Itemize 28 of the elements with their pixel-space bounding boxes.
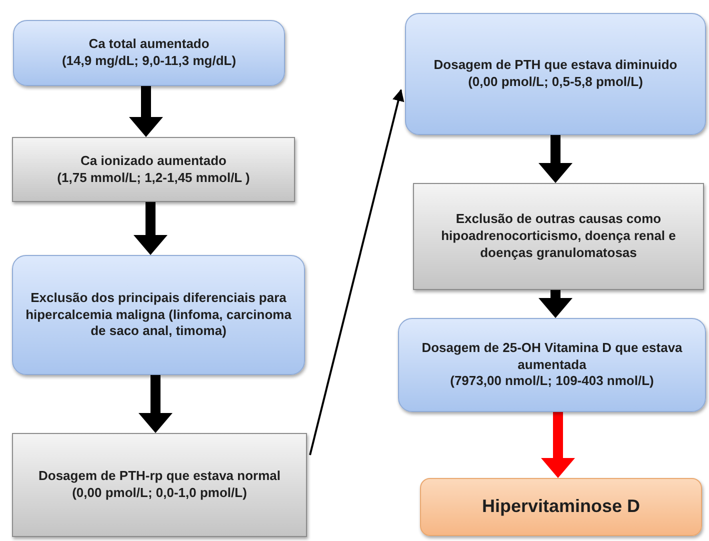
process-box xyxy=(398,318,706,412)
block-arrow xyxy=(538,135,572,183)
step-text: Exclusão dos principais diferenciais para hipercalcemia maligna (linfoma, carcinoma de saco anal, timoma) xyxy=(24,290,292,340)
process-box xyxy=(13,20,285,86)
process-box xyxy=(12,433,307,537)
value-text: (0,00 pmol/L; 0,0-1,0 pmol/L) xyxy=(72,485,247,502)
value-text: (14,9 mg/dL; 9,0-11,3 mg/dL) xyxy=(62,53,236,70)
process-box xyxy=(413,183,704,290)
process-box xyxy=(12,137,295,202)
step-text: Ca ionizado aumentado xyxy=(80,152,226,170)
step-text: Hipervitaminose D xyxy=(482,495,640,518)
process-box xyxy=(12,255,305,375)
block-arrow xyxy=(129,86,163,137)
block-arrow xyxy=(541,412,575,478)
value-text: (0,00 pmol/L; 0,5-5,8 pmol/L) xyxy=(468,74,643,91)
block-arrow xyxy=(134,202,168,255)
step-text: Ca total aumentado xyxy=(88,36,210,53)
step-text: Dosagem de 25-OH Vitamina D que estava aumentada xyxy=(420,340,684,374)
process-box xyxy=(405,13,706,135)
result-box xyxy=(420,478,702,536)
block-arrow xyxy=(538,290,572,318)
block-arrow xyxy=(138,375,172,433)
step-text: Exclusão de outras causas como hipoadrenocorticismo, doença renal e doenças granulomatosas xyxy=(440,211,677,262)
value-text: (7973,00 nmol/L; 109-403 nmol/L) xyxy=(450,373,654,390)
step-text: Dosagem de PTH-rp que estava normal xyxy=(38,468,280,485)
step-text: Dosagem de PTH que estava diminuido xyxy=(434,57,678,74)
value-text: (1,75 mmol/L; 1,2-1,45 mmol/L ) xyxy=(57,170,250,186)
arrow xyxy=(309,89,404,456)
